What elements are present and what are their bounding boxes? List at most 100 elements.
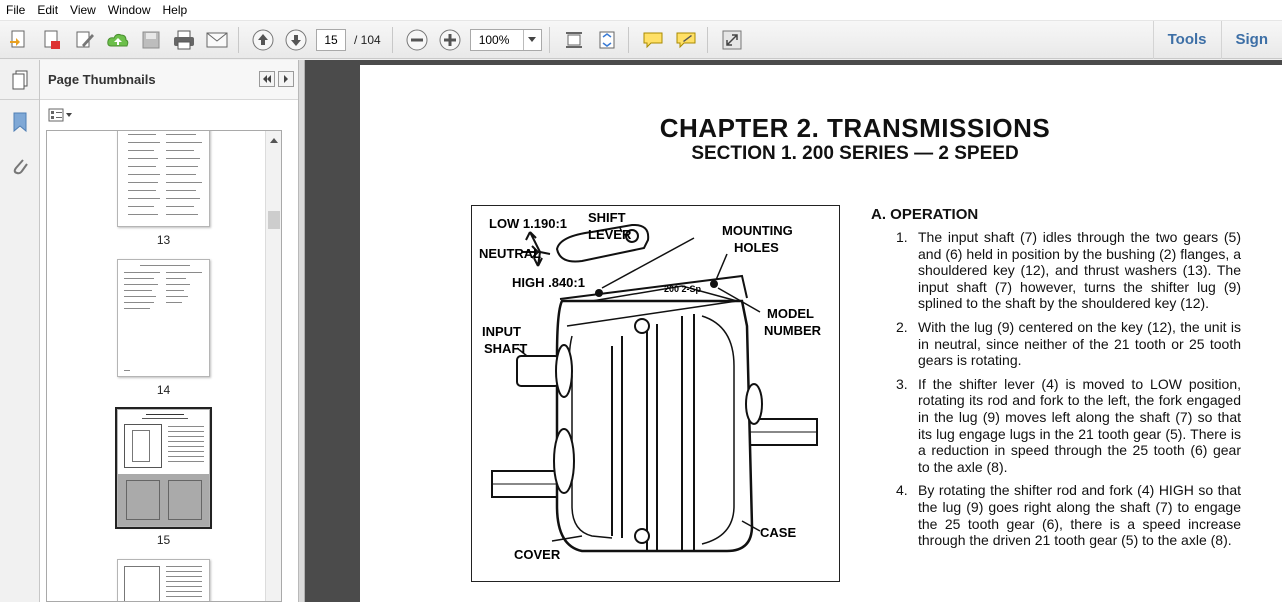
section-title: SECTION 1. 200 SERIES — 2 SPEED <box>691 143 1019 164</box>
chapter-title: CHAPTER 2. TRANSMISSIONS <box>659 113 1051 143</box>
figure-label-shaft: SHAFT <box>484 341 527 356</box>
tools-button[interactable]: Tools <box>1152 21 1221 59</box>
bookmarks-button[interactable] <box>0 100 39 144</box>
thumbnail-page-16[interactable] <box>117 559 210 601</box>
thumbnail-page-13[interactable]: 13 <box>117 131 210 247</box>
main-toolbar: 15 / 104 100% <box>0 21 1282 59</box>
figure-label-neutral: NEUTRAL <box>479 246 541 261</box>
thumbnail-scrollbar[interactable] <box>265 131 281 601</box>
toolbar-separator <box>238 26 239 53</box>
thumbnail-page-14[interactable]: 14 <box>117 259 210 397</box>
figure-label-lever: LEVER <box>588 227 632 242</box>
next-page-icon[interactable] <box>282 26 310 54</box>
bookmark-icon <box>13 112 26 133</box>
menu-file[interactable]: File <box>6 2 26 17</box>
operation-item-text: The input shaft (7) idles through the tw… <box>918 229 1241 312</box>
toolbar-right: Tools Sign <box>1152 21 1282 59</box>
operation-item-text: By rotating the shifter rod and fork (4)… <box>918 482 1241 549</box>
zoom-in-icon[interactable] <box>436 26 464 54</box>
thumbnail-options-button[interactable] <box>40 100 298 130</box>
attachments-button[interactable] <box>0 144 39 188</box>
operation-item: 3. If the shifter lever (4) is moved to … <box>896 376 1241 476</box>
previous-page-icon[interactable] <box>249 26 277 54</box>
toolbar-separator <box>627 26 629 53</box>
figure-label-high: HIGH .840:1 <box>512 275 585 290</box>
menu-view[interactable]: View <box>70 2 96 17</box>
fullscreen-icon[interactable] <box>718 26 746 54</box>
operation-item-text: With the lug (9) centered on the key (12… <box>918 318 1241 369</box>
comment-icon[interactable] <box>639 26 667 54</box>
transmission-drawing: 200 2-Sp LOW 1.190:1 SHIFT <box>479 210 822 562</box>
toolbar-separator <box>706 26 708 53</box>
thumbnail-image <box>117 259 210 377</box>
page-total: / 104 <box>354 32 381 47</box>
thumbnail-list: 13 14 <box>46 130 282 602</box>
thumbnails-panel: Page Thumbnails <box>40 60 299 602</box>
thumbnail-image-selected <box>115 407 212 529</box>
zoom-out-icon[interactable] <box>403 26 431 54</box>
zoom-value: 100% <box>478 32 510 47</box>
operation-item: 4. By rotating the shifter rod and fork … <box>896 482 1241 548</box>
menu-bar: File Edit View Window Help <box>0 0 1282 21</box>
operation-item-number: 4. <box>896 482 908 499</box>
page-thumbnails-toggle[interactable] <box>0 60 39 100</box>
open-pdf-icon[interactable] <box>38 26 66 54</box>
figure-label-mounting: MOUNTING <box>722 223 793 238</box>
scrollbar-thumb[interactable] <box>268 211 280 229</box>
create-pdf-icon[interactable] <box>5 26 33 54</box>
thumbnail-image <box>117 559 210 601</box>
transmission-figure: 200 2-Sp LOW 1.190:1 SHIFT <box>471 205 840 582</box>
menu-window[interactable]: Window <box>107 2 151 17</box>
save-icon[interactable] <box>137 26 165 54</box>
model-stamp: 200 2-Sp <box>664 284 702 294</box>
figure-label-case: CASE <box>760 525 796 540</box>
thumbnail-label: 15 <box>156 533 171 547</box>
sign-button[interactable]: Sign <box>1220 21 1282 59</box>
page-number-input[interactable]: 15 <box>316 28 346 51</box>
thumbnail-page-15[interactable]: 15 <box>115 407 212 547</box>
page-thumbnails-icon <box>12 70 27 89</box>
operation-item-text: If the shifter lever (4) is moved to LOW… <box>918 375 1241 475</box>
highlight-icon[interactable] <box>672 26 700 54</box>
print-icon[interactable] <box>170 26 198 54</box>
operation-heading: A. OPERATION <box>871 206 979 223</box>
cloud-upload-icon[interactable] <box>104 26 132 54</box>
operation-item-number: 2. <box>896 318 908 335</box>
edit-document-icon[interactable] <box>71 26 99 54</box>
figure-label-model: MODEL <box>767 306 814 321</box>
scroll-up-icon[interactable] <box>266 131 281 149</box>
pdf-page: CHAPTER 2. TRANSMISSIONS SECTION 1. 200 … <box>360 65 1282 602</box>
operation-item: 1. The input shaft (7) idles through the… <box>896 229 1241 312</box>
figure-label-holes: HOLES <box>734 240 779 255</box>
zoom-select[interactable]: 100% <box>469 28 542 51</box>
panel-splitter[interactable] <box>299 60 305 602</box>
figure-label-cover: COVER <box>514 547 561 562</box>
thumbnails-header: Page Thumbnails <box>40 60 298 100</box>
thumbnail-label: 14 <box>156 383 171 397</box>
expand-panel-icon[interactable] <box>278 71 294 87</box>
options-menu-icon <box>48 108 72 122</box>
collapse-panel-icon[interactable] <box>259 71 275 87</box>
chevron-down-icon[interactable] <box>522 29 541 50</box>
figure-label-number: NUMBER <box>764 323 822 338</box>
thumbnail-image <box>117 131 210 227</box>
operation-item-number: 3. <box>896 375 908 392</box>
figure-label-input: INPUT <box>482 324 521 339</box>
thumbnail-label: 13 <box>156 233 171 247</box>
document-viewport: CHAPTER 2. TRANSMISSIONS SECTION 1. 200 … <box>305 60 1282 602</box>
menu-edit[interactable]: Edit <box>37 2 59 17</box>
paperclip-icon <box>13 159 28 175</box>
navigation-pane-strip <box>0 60 40 602</box>
fit-page-icon[interactable] <box>593 26 621 54</box>
figure-label-shift: SHIFT <box>588 210 626 225</box>
toolbar-separator <box>548 26 550 53</box>
fit-width-icon[interactable] <box>560 26 588 54</box>
toolbar-separator <box>391 26 393 53</box>
figure-label-low: LOW 1.190:1 <box>489 216 567 231</box>
menu-help[interactable]: Help <box>162 2 188 17</box>
operation-list: 1. The input shaft (7) idles through the… <box>896 229 1241 556</box>
operation-item: 2. With the lug (9) centered on the key … <box>896 319 1241 369</box>
email-icon[interactable] <box>203 26 231 54</box>
panel-title: Page Thumbnails <box>48 72 156 87</box>
